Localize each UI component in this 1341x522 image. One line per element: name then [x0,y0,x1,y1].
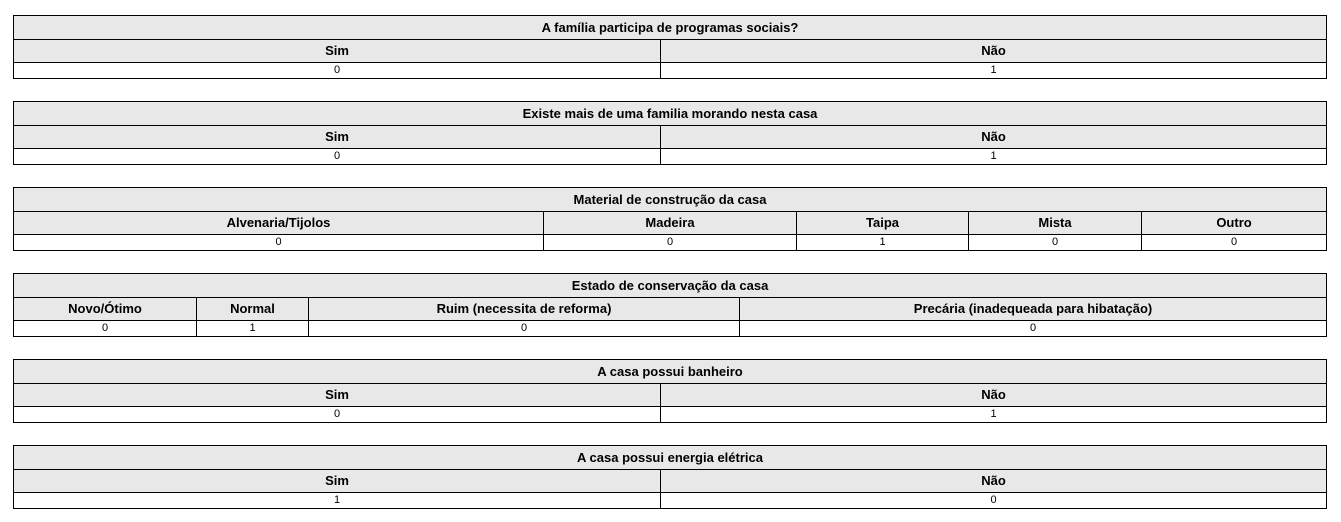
column-header-outro: Outro [1140,211,1328,235]
count-cell-outro: 0 [1140,234,1328,251]
count-cell-sim: 0 [13,62,661,79]
count-cell-alvenaria: 0 [13,234,544,251]
column-header-nao: Não [660,39,1327,63]
survey-table-energia-eletrica: A casa possui energia elétrica Sim Não 1… [12,445,1328,509]
table-row: 0 1 [13,148,1328,165]
survey-table-banheiro: A casa possui banheiro Sim Não 0 1 [12,359,1328,423]
column-header-sim: Sim [13,383,661,407]
count-cell-taipa: 1 [796,234,969,251]
column-header-sim: Sim [13,469,661,493]
column-header-novo-otimo: Novo/Ótimo [13,297,197,321]
table-row: 0 1 [13,406,1328,423]
column-header-nao: Não [659,125,1328,149]
question-title: A família participa de programas sociais… [13,15,1327,40]
column-header-normal: Normal [196,297,309,321]
count-cell-precaria: 0 [738,320,1328,337]
question-title: Material de construção da casa [12,187,1328,212]
count-cell-novo-otimo: 0 [13,320,197,337]
column-header-sim: Sim [13,39,661,63]
survey-table-estado-conservacao: Estado de conservação da casa Novo/Ótimo… [12,273,1328,337]
count-cell-nao: 1 [660,62,1327,79]
column-header-alvenaria: Alvenaria/Tijolos [13,211,544,235]
count-cell-sim: 0 [13,406,661,423]
question-title: A casa possui banheiro [12,359,1328,384]
table-row: 0 1 [13,62,1327,79]
table-row: 1 0 [13,492,1328,509]
survey-table-mais-de-uma-familia: Existe mais de uma familia morando nesta… [12,101,1328,165]
column-header-nao: Não [659,383,1328,407]
count-cell-ruim: 0 [308,320,740,337]
column-header-taipa: Taipa [796,211,969,235]
count-cell-madeira: 0 [543,234,797,251]
survey-table-programas-sociais: A família participa de programas sociais… [13,15,1327,79]
column-header-madeira: Madeira [543,211,797,235]
column-header-precaria: Precária (inadequeada para hibatação) [738,297,1328,321]
count-cell-normal: 1 [196,320,309,337]
table-row: 0 1 0 0 [13,320,1328,337]
question-title: A casa possui energia elétrica [12,445,1328,470]
question-title: Estado de conservação da casa [12,273,1328,298]
column-header-mista: Mista [968,211,1142,235]
column-header-sim: Sim [13,125,661,149]
count-cell-nao: 0 [659,492,1328,509]
count-cell-nao: 1 [659,148,1328,165]
count-cell-nao: 1 [659,406,1328,423]
question-title: Existe mais de uma familia morando nesta… [12,101,1328,126]
count-cell-mista: 0 [968,234,1142,251]
count-cell-sim: 0 [13,148,661,165]
column-header-nao: Não [659,469,1328,493]
count-cell-sim: 1 [13,492,661,509]
survey-table-material-construcao: Material de construção da casa Alvenaria… [12,187,1328,251]
table-row: 0 0 1 0 0 [13,234,1328,251]
column-header-ruim: Ruim (necessita de reforma) [308,297,740,321]
